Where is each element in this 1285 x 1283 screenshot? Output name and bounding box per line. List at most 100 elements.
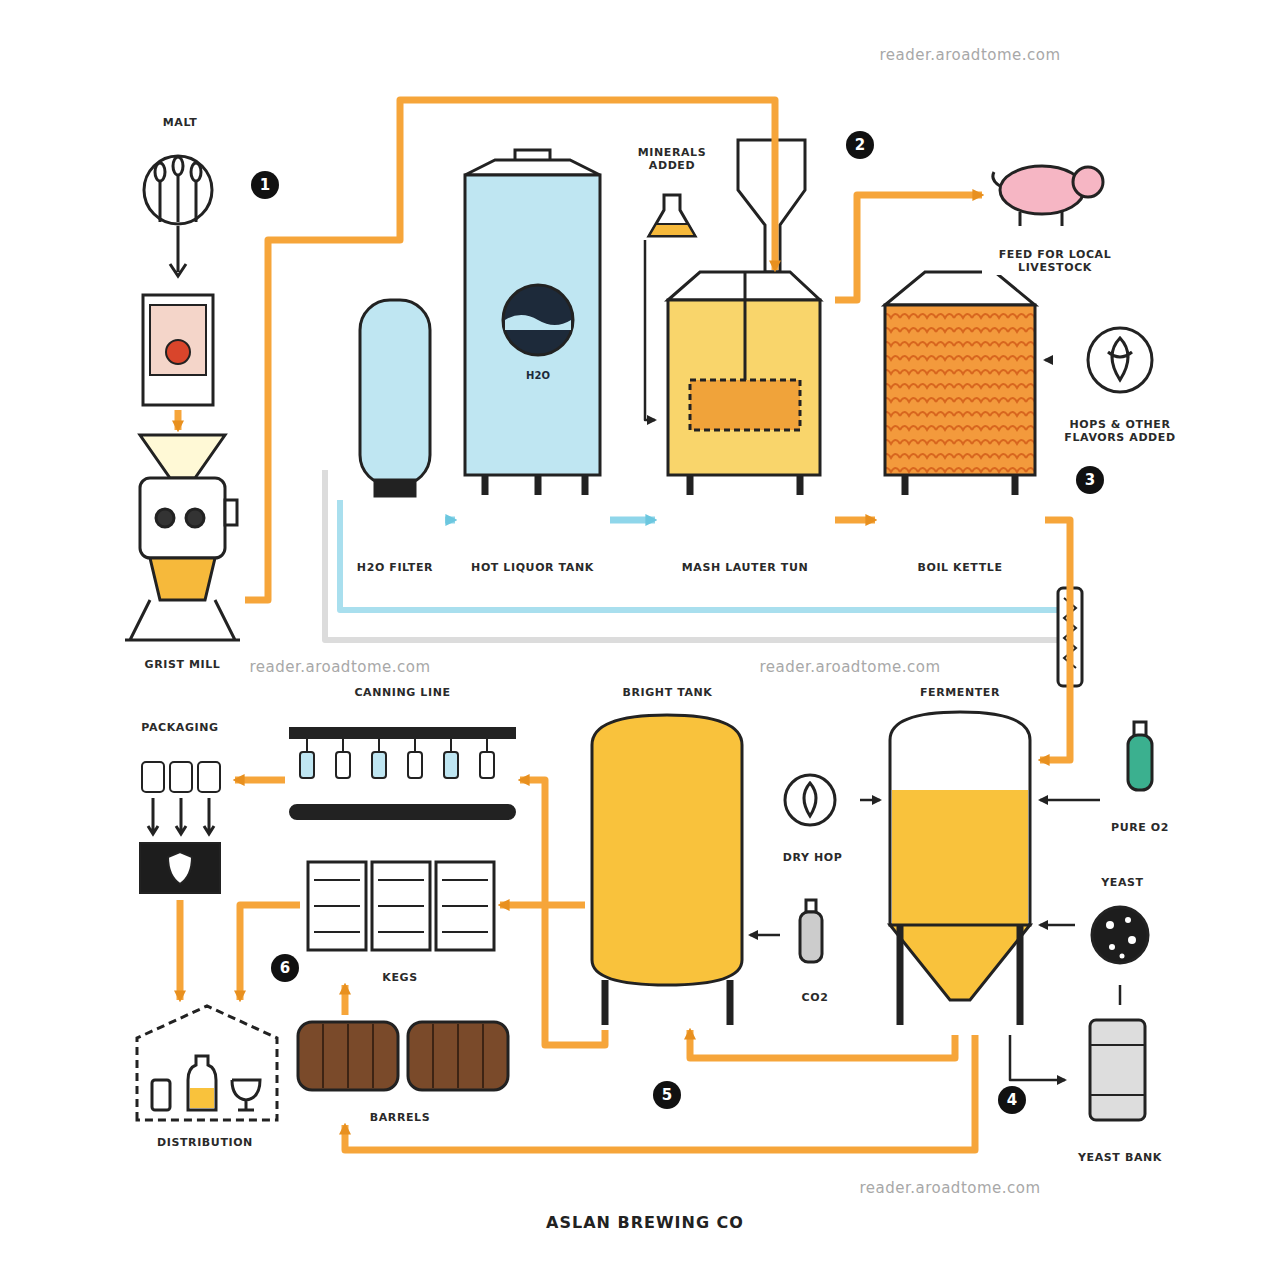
node-label: PACKAGING [139,720,220,735]
boil-kettle-icon [885,305,1035,475]
kegs-icon [436,862,494,950]
pipe-connector [240,905,300,1000]
barrels-icon [408,1022,508,1090]
barrels-icon [322,1024,324,1088]
pipe-connector [520,780,605,1045]
watermark: reader.aroadtome.com [859,1179,1040,1197]
hot-liquor-tank-icon [465,160,600,175]
filter-icon [360,300,430,496]
canning-line-icon [300,738,494,778]
process-node: MASH LAUTER TUN [655,270,835,575]
node-label: CO2 [800,990,831,1005]
node-label: MASH LAUTER TUN [680,560,811,575]
pig-icon [993,172,1062,226]
node-label: KEGS [380,970,419,985]
node-label: FEED FOR LOCAL LIVESTOCK [982,247,1128,275]
callout-number: 5 [653,1081,681,1109]
node-label: PURE O2 [1109,820,1171,835]
node-label: BRIGHT TANK [620,685,714,700]
bright-tank-icon [592,715,742,985]
pig-icon [993,166,1103,226]
pig-icon [1000,166,1084,214]
flask-icon [649,224,695,236]
pipe-connector [500,902,585,909]
node-label: YEAST [1099,875,1145,890]
node-label: GRIST MILL [143,657,223,672]
distribution-icon [188,1056,216,1110]
callout-number: 6 [271,954,299,982]
node-label: YEAST BANK [1076,1150,1164,1165]
yeast-bank-icon [1090,1020,1145,1120]
callout-number: 1 [251,171,279,199]
canning-line-icon [290,805,515,819]
malt-icon [143,156,213,405]
pipe-connector [342,985,349,1015]
packaging-icon [140,843,220,893]
kegs-icon [378,931,424,933]
pipe-connector [245,100,775,600]
fermenter-icon [892,790,1028,925]
filter-icon [360,300,430,485]
callout-number: 3 [1076,466,1104,494]
process-node: BRIGHT TANK [585,685,750,1030]
process-node: KEGS [300,855,500,985]
yeast-icon [1106,917,1136,959]
barrels-icon [457,1024,459,1088]
canning-line-icon [372,752,386,778]
canning-line-icon [300,752,314,778]
pipe-connector [1045,359,1052,362]
canning-line-icon [480,752,494,778]
distribution-icon [137,1006,277,1120]
canning-line-icon [378,738,380,752]
process-node: HOT LIQUOR TANK [455,150,610,575]
grist-mill-icon [150,558,215,600]
node-label: DISTRIBUTION [155,1135,255,1150]
malt-icon [143,295,213,405]
kegs-icon [314,905,360,907]
distribution-icon [137,1006,277,1120]
yeast-bank-icon [1090,1045,1145,1095]
co2-tank-icon [806,900,816,912]
oxygen-tank-icon [1128,735,1152,790]
kegs-icon [442,931,488,933]
process-node: CANNING LINE [285,685,520,825]
node-label: BOIL KETTLE [915,560,1004,575]
process-node: DISTRIBUTION [125,1000,285,1150]
pipe-connector [1040,520,1070,760]
filter-icon [375,480,415,496]
pipe-connector [177,900,184,1000]
diagram-title: ASLAN BREWING CO [546,1213,744,1232]
kegs-icon [308,862,366,950]
yeast-icon [1106,921,1114,929]
barrels-icon [432,1024,434,1088]
packaging-icon [170,762,192,792]
canning-line-icon [444,752,458,778]
packaging-icon [142,762,164,792]
barrels-icon [298,1022,398,1090]
distribution-icon [190,1088,214,1108]
distribution-icon [152,1080,170,1110]
fermenter-icon [890,925,1030,1000]
malt-icon [144,156,212,224]
yeast-icon [1128,936,1136,944]
kegs-icon [314,931,360,933]
node-label: HOT LIQUOR TANK [469,560,596,575]
pipe-connector [690,1030,955,1058]
hops-icon [1088,328,1152,392]
node-label: CANNING LINE [352,685,452,700]
watermark: reader.aroadtome.com [759,658,940,676]
grist-mill-icon [225,500,237,525]
process-node: GRIST MILL [120,430,245,672]
cooling-loop [325,470,1058,640]
pig-icon [1073,167,1103,197]
pipe-connector [1119,985,1122,1005]
malt-icon [191,163,201,181]
bright-tank-icon [592,715,742,1025]
co2-tank-icon [800,912,822,962]
oxygen-tank-icon [1128,722,1152,790]
node-label: HOPS & OTHER FLAVORS ADDED [1052,417,1188,445]
fermenter-icon [890,712,1030,1025]
malt-icon [155,163,165,181]
pipe-connector [860,799,880,802]
